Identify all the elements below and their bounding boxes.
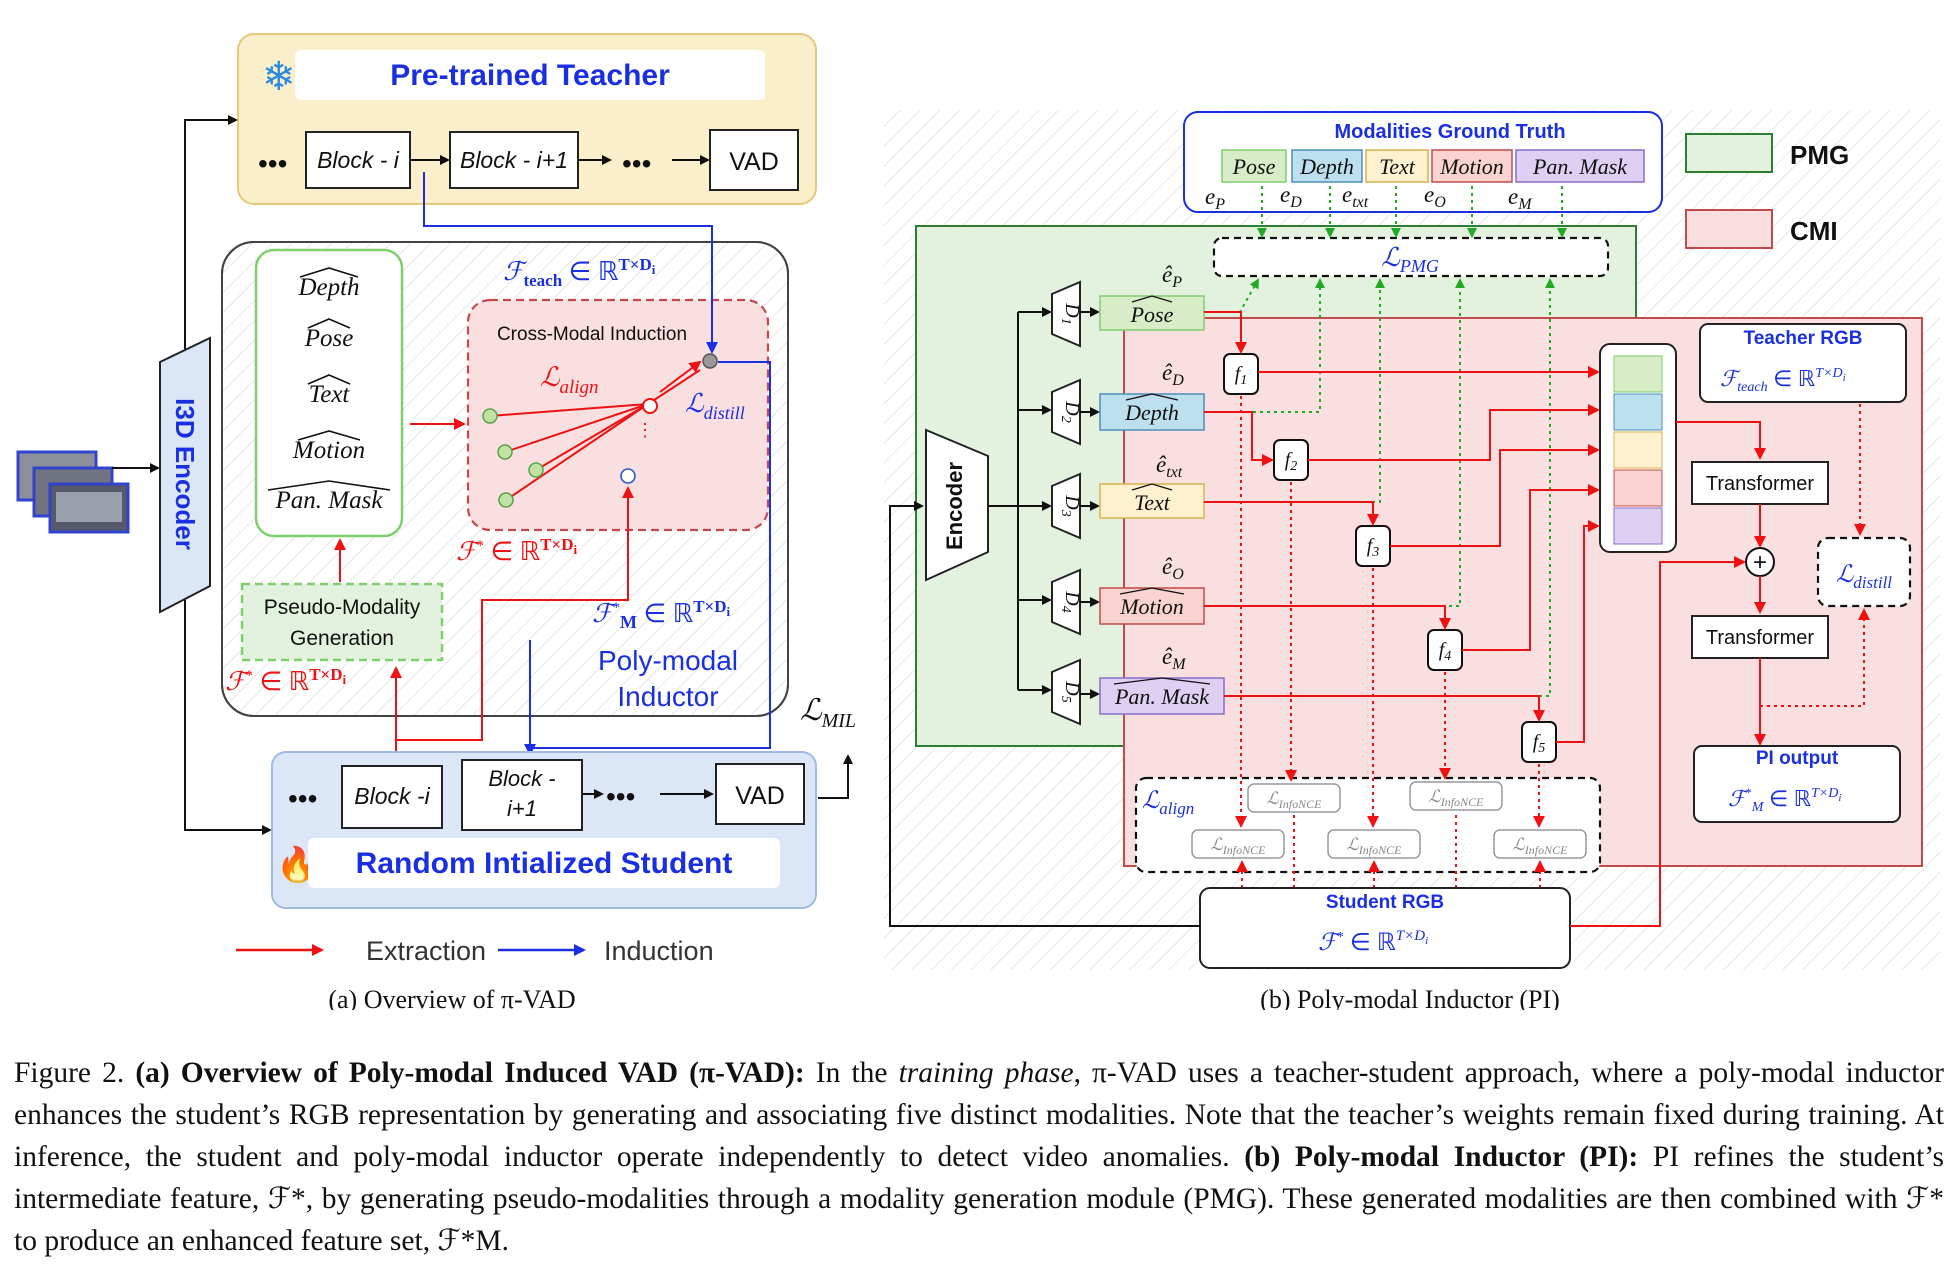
svg-text:Pose: Pose [304,325,354,352]
svg-text:VAD: VAD [735,782,785,810]
panel-a: ❄ Pre-trained Teacher ••• Block - i Bloc… [16,33,856,1010]
svg-text:•••: ••• [288,783,317,814]
svg-text:Pan. Mask: Pan. Mask [275,487,384,514]
svg-text:Depth: Depth [297,274,359,301]
svg-text:Depth: Depth [1299,154,1354,179]
svg-text:Block - i: Block - i [317,147,400,173]
pseudo-modality-list [254,248,404,538]
svg-text:Modalities Ground Truth: Modalities Ground Truth [1334,121,1565,143]
subcaption-a: (a) Overview of π-VAD [328,985,575,1010]
svg-text:Encoder: Encoder [942,462,967,550]
svg-text:Generation: Generation [290,627,394,650]
decoders: D1 D2 D3 D4 D5 [1051,280,1083,726]
svg-text:I3D Encoder: I3D Encoder [170,398,200,550]
svg-text:VAD: VAD [729,148,779,176]
student-title: Random Intialized Student [356,847,733,880]
svg-text:Block - i+1: Block - i+1 [460,147,568,173]
svg-text:Text: Text [1379,154,1416,179]
pseudo-modalities: êP Pose êD Depth êtxt Text êO Motion êM … [1099,262,1225,715]
l-distill-box [1816,536,1912,608]
pi-output-box [1693,745,1901,823]
svg-text:Block -i: Block -i [354,783,430,809]
figure-2: ❄ Pre-trained Teacher ••• Block - i Bloc… [16,33,1940,1010]
i3d-encoder [159,336,211,614]
infonce-losses: ℒInfoNCE ℒInfoNCE ℒInfoNCE ℒInfoNCE ℒInf… [1191,781,1587,859]
caption-part-a-label: (a) Overview of Poly-modal Induced VAD (… [135,1057,805,1089]
poly-modal-inductor-label: Poly-modal [598,645,738,676]
caption-part-a-text-2: , π-VAD uses a teacher-student approach,… [14,1057,1944,1173]
svg-text:Pan. Mask: Pan. Mask [1114,684,1210,709]
subcaption-b: (b) Poly-modal Inductor (PI) [1260,985,1560,1010]
l-pmg-box [1212,236,1610,278]
l-mil: ℒMIL [800,694,856,732]
svg-text:Pan. Mask: Pan. Mask [1532,154,1628,179]
transformer-2 [1691,615,1829,659]
svg-text:Block -: Block - [488,766,555,791]
svg-text:Pseudo-Modality: Pseudo-Modality [264,596,421,619]
svg-text:Depth: Depth [1124,400,1179,425]
figure-caption: Figure 2. (a) Overview of Poly-modal Ind… [14,1052,1944,1262]
fusion-blocks: f1 f2 f3 f4 f5 [1223,353,1557,763]
svg-text:i+1: i+1 [507,796,537,821]
caption-part-b-text: PI refines the student’s intermediate fe… [14,1141,1945,1257]
svg-text:PMG: PMG [1790,140,1849,170]
video-frames-icon [16,450,130,534]
caption-part-b-label: (b) Poly-modal Inductor (PI): [1244,1141,1639,1173]
encoder-b [925,428,989,582]
legend-pmg-swatch [1685,133,1773,173]
svg-text:Transformer: Transformer [1706,473,1815,495]
svg-text:Transformer: Transformer [1706,627,1815,649]
svg-text:•••: ••• [606,781,635,812]
svg-text:CMI: CMI [1790,216,1838,246]
student-vad [715,763,805,825]
snowflake-icon: ❄ [262,55,296,99]
teacher-title: Pre-trained Teacher [390,59,670,92]
svg-text:Motion: Motion [292,437,365,464]
svg-text:Text: Text [1134,490,1171,515]
figure-label: Figure 2. [14,1057,125,1089]
svg-text:Motion: Motion [1439,154,1504,179]
caption-part-a-italic: training phase [898,1057,1074,1089]
legend-induction: Induction [604,936,714,966]
legend-cmi-swatch [1685,209,1773,249]
student-block-i [341,765,443,829]
teacher-ellipsis-right: ••• [622,148,651,179]
teacher-ellipsis-left: ••• [258,148,287,179]
caption-part-a-text-1: In the [815,1057,888,1089]
teacher-vad [709,129,799,191]
svg-text:+: + [1753,549,1767,576]
svg-text:Inductor: Inductor [617,681,718,712]
svg-text:⋮: ⋮ [636,420,654,440]
svg-text:Teacher RGB: Teacher RGB [1744,328,1863,349]
svg-text:Student RGB: Student RGB [1326,892,1444,913]
student-rgb-box [1199,887,1571,969]
svg-text:Pose: Pose [1232,154,1276,179]
svg-text:Motion: Motion [1119,594,1184,619]
pseudo-modality-generation-box [240,582,444,662]
teacher-block-i [305,131,411,189]
alignment-graph: ⋮ [482,353,718,508]
cmi-title: Cross-Modal Induction [497,324,687,345]
panel-b: PMG CMI Modalities Ground Truth Pose Dep… [884,110,1940,1010]
svg-text:Pose: Pose [1130,302,1174,327]
teacher-rgb-box [1699,323,1907,403]
legend-extraction: Extraction [366,936,486,966]
svg-text:PI output: PI output [1756,748,1839,769]
svg-text:Text: Text [309,381,351,408]
